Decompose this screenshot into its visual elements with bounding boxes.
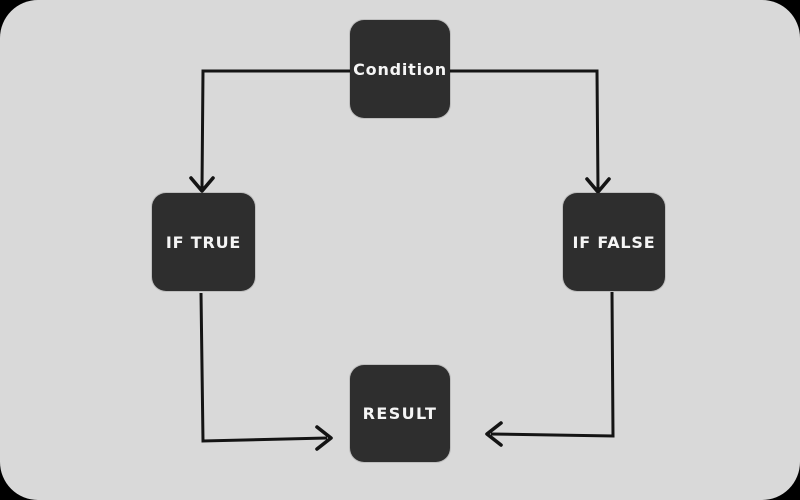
arrowhead-down-icon (585, 177, 611, 194)
node-if-false: IF FALSE (563, 193, 665, 291)
node-condition-label: Condition (353, 59, 447, 79)
arrowhead-down-icon (189, 176, 215, 193)
arrowhead-right-icon (315, 425, 333, 451)
node-if-true-label: IF TRUE (165, 232, 242, 252)
node-if-true: IF TRUE (152, 193, 255, 291)
node-condition: Condition (350, 20, 450, 118)
edge-line (199, 292, 328, 443)
edge-line (200, 69, 350, 189)
edge-if-false-to-result (485, 291, 615, 447)
edge-condition-to-if-true (189, 69, 350, 193)
node-result: RESULT (350, 365, 450, 462)
edge-condition-to-if-false (450, 69, 611, 194)
arrowhead-left-icon (485, 421, 503, 447)
node-result-label: RESULT (362, 404, 438, 423)
edge-line (450, 69, 600, 190)
node-if-false-label: IF FALSE (572, 232, 656, 252)
edge-if-true-to-result (199, 292, 333, 451)
edge-line (490, 291, 615, 438)
